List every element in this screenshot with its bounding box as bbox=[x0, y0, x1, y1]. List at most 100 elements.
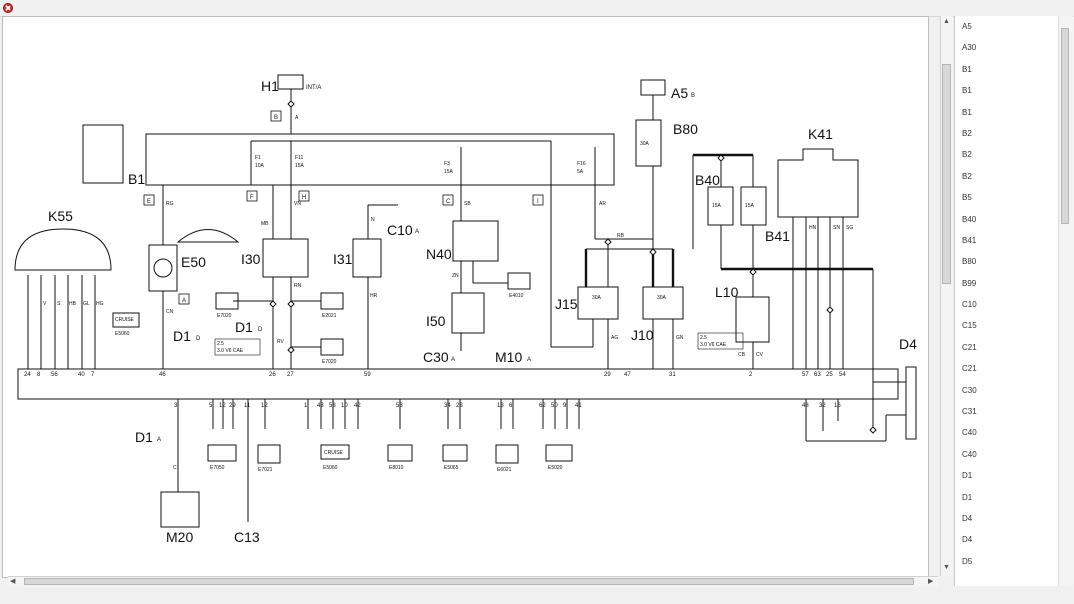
wire-hr: HR bbox=[370, 293, 378, 299]
tag-m10: A bbox=[527, 357, 531, 363]
e4010-icon bbox=[507, 272, 531, 290]
canvas-vertical-scrollbar[interactable]: ▲ ▼ bbox=[940, 16, 953, 576]
label-h1: H1 bbox=[261, 78, 279, 94]
list-item[interactable]: B99 bbox=[962, 278, 977, 288]
ecu-pin-label: 8 bbox=[37, 372, 41, 378]
ecu-pin-label: 32 bbox=[819, 403, 826, 409]
label-n40: N40 bbox=[426, 246, 452, 262]
tag-d1-mid: D bbox=[258, 327, 263, 333]
h1-switch bbox=[277, 74, 304, 90]
list-item[interactable]: B5 bbox=[962, 193, 972, 203]
scroll-up-icon[interactable]: ▲ bbox=[943, 18, 950, 25]
title-bar bbox=[0, 0, 1074, 17]
list-item[interactable]: B2 bbox=[962, 171, 972, 181]
j10-relay bbox=[642, 286, 684, 320]
list-item[interactable]: B1 bbox=[962, 86, 972, 96]
wire-mb: MB bbox=[261, 221, 269, 227]
list-item[interactable]: D1 bbox=[962, 471, 973, 481]
m20-motor bbox=[160, 491, 200, 528]
ecu-pin-label: 25 bbox=[826, 372, 833, 378]
scroll-down-icon[interactable]: ▼ bbox=[943, 564, 950, 571]
ecu-pin-label: 63 bbox=[814, 372, 821, 378]
wire-hg: HG bbox=[96, 301, 104, 307]
ref-e5020: E5020 bbox=[548, 465, 563, 471]
e7021-icon bbox=[257, 444, 281, 464]
ecu-pin-label: 7 bbox=[91, 372, 95, 378]
list-item[interactable]: C21 bbox=[962, 364, 977, 374]
box-a: A bbox=[182, 298, 186, 304]
label-b80: B80 bbox=[673, 121, 698, 137]
list-item[interactable]: C15 bbox=[962, 321, 977, 331]
list-item[interactable]: C31 bbox=[962, 407, 977, 417]
e7020-icon bbox=[215, 292, 239, 310]
canvas-hscroll-thumb[interactable] bbox=[24, 578, 914, 585]
wire-a: A bbox=[295, 115, 299, 121]
fusebox-legend-icon bbox=[82, 124, 124, 184]
list-item[interactable]: C30 bbox=[962, 385, 977, 395]
list-item[interactable]: A5 bbox=[962, 22, 972, 31]
wire-zn: ZN bbox=[452, 273, 459, 279]
list-item[interactable]: C10 bbox=[962, 300, 977, 310]
ecu-pin-label: 10 bbox=[341, 403, 348, 409]
ecu-pin-label: 59 bbox=[364, 372, 371, 378]
fuse-b41: 15A bbox=[745, 203, 755, 209]
list-item[interactable]: C21 bbox=[962, 342, 977, 352]
tag-h1: INT/A bbox=[306, 85, 321, 91]
label-c13: C13 bbox=[234, 529, 260, 545]
ecu-pin-label: 12 bbox=[261, 403, 268, 409]
list-item[interactable]: D1 bbox=[962, 492, 973, 502]
ref-cruise: CRUISE bbox=[324, 450, 344, 456]
label-b1: B1 bbox=[128, 171, 145, 187]
list-item[interactable]: B1 bbox=[962, 64, 972, 74]
wire-cv: CV bbox=[756, 352, 764, 358]
ecu-pin-label: 29 bbox=[604, 372, 611, 378]
list-item[interactable]: B41 bbox=[962, 235, 977, 245]
ecu-pin-label: 58 bbox=[329, 403, 336, 409]
ecu-pin-label: 1 bbox=[304, 403, 308, 409]
list-item[interactable]: B80 bbox=[962, 257, 977, 267]
list-item[interactable]: B2 bbox=[962, 128, 972, 138]
list-item[interactable]: B2 bbox=[962, 150, 972, 160]
diagram-canvas[interactable]: H1 INT/A A5 B B80 30A K41 B40 15A B41 15… bbox=[2, 16, 929, 578]
wire-s: S bbox=[57, 301, 61, 307]
list-item[interactable]: D5 bbox=[962, 556, 973, 566]
e5065-icon bbox=[442, 444, 468, 462]
list-item[interactable]: D4 bbox=[962, 513, 973, 523]
label-b40: B40 bbox=[695, 172, 720, 188]
wire-hb: HB bbox=[69, 301, 77, 307]
list-item[interactable]: D4 bbox=[962, 535, 973, 545]
list-scroll-thumb[interactable] bbox=[1061, 28, 1069, 224]
label-d1-top: D1 bbox=[173, 328, 191, 344]
list-item[interactable]: C40 bbox=[962, 449, 977, 459]
wire-rg: RG bbox=[166, 201, 174, 207]
list-item[interactable]: B40 bbox=[962, 214, 977, 224]
label-k55: K55 bbox=[48, 208, 73, 224]
ref-e6021: E6021 bbox=[497, 467, 512, 473]
wire-hn: HN bbox=[809, 225, 817, 231]
close-icon[interactable] bbox=[3, 3, 13, 13]
ecu-pin-label: 53 bbox=[396, 403, 403, 409]
ecu-pin-label: 46 bbox=[159, 372, 166, 378]
d4-connector bbox=[905, 366, 917, 440]
e5060-icon bbox=[320, 444, 350, 460]
canvas-horizontal-scrollbar[interactable]: ◀ ▶ bbox=[8, 576, 938, 587]
list-item[interactable]: B1 bbox=[962, 107, 972, 117]
ecu-pin-label: 12 bbox=[219, 403, 226, 409]
scroll-left-icon[interactable]: ◀ bbox=[10, 578, 16, 585]
label-e50: E50 bbox=[181, 254, 206, 270]
fuse-j15: 30A bbox=[592, 295, 602, 301]
ref-e4010: E4010 bbox=[509, 293, 524, 299]
canvas-vscroll-thumb[interactable] bbox=[942, 64, 951, 284]
ecu-pin-label: 47 bbox=[624, 372, 631, 378]
ecu-pin-label: 40 bbox=[78, 372, 85, 378]
scroll-right-icon[interactable]: ▶ bbox=[928, 578, 934, 585]
b80-fuse bbox=[635, 119, 662, 167]
list-scrollbar[interactable] bbox=[1058, 16, 1073, 586]
engine-note-right-line2: 3.0 V6 CAE bbox=[700, 342, 727, 348]
wire-ar: AR bbox=[599, 201, 606, 207]
list-item[interactable]: A30 bbox=[962, 43, 977, 53]
list-item[interactable]: C40 bbox=[962, 428, 977, 438]
label-c30: C30 bbox=[423, 349, 449, 365]
ecu-pin-label: 3 bbox=[174, 403, 178, 409]
